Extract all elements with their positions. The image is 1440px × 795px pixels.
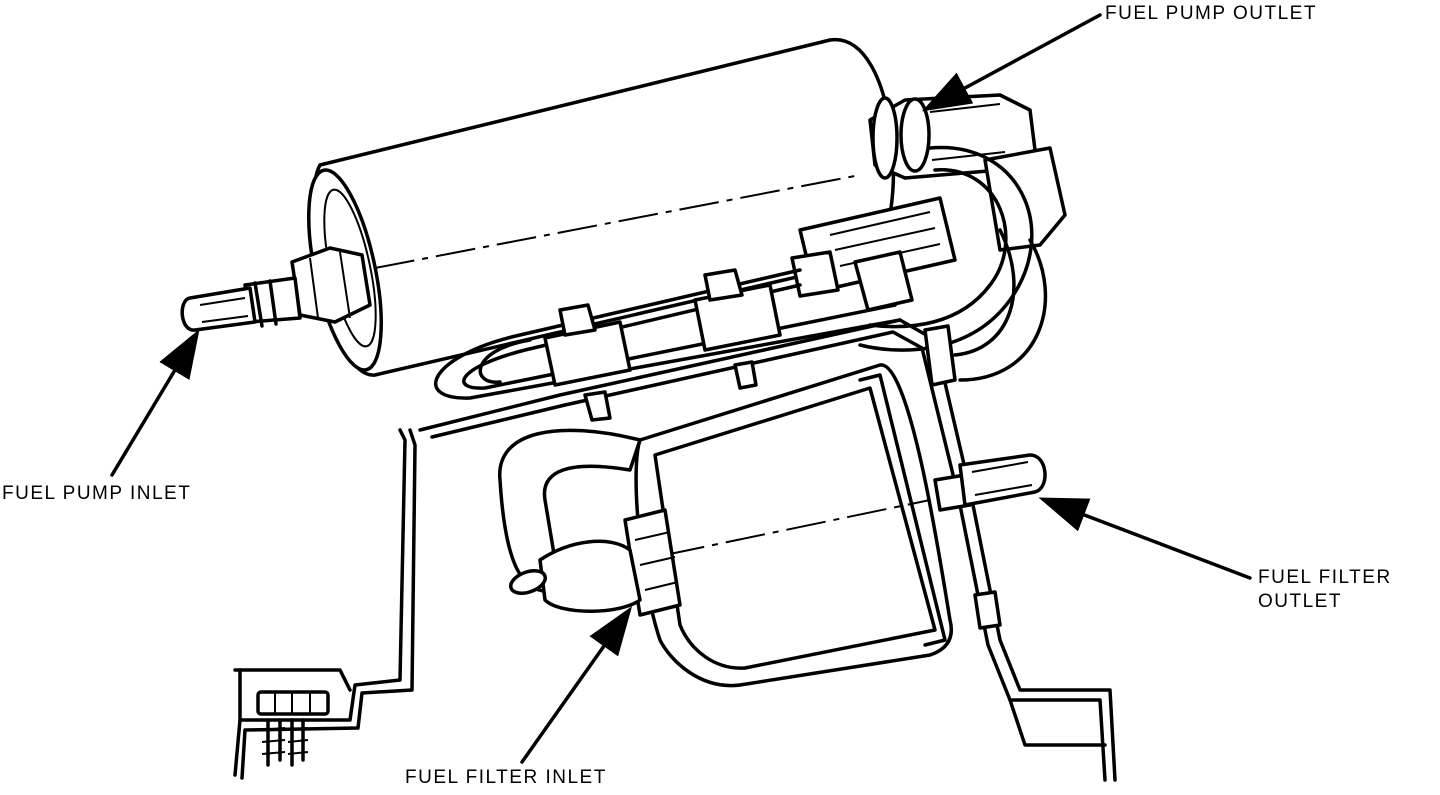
fuel-filter-outlet-label-line2: OUTLET <box>1258 591 1342 612</box>
arrow-filter-outlet <box>1038 497 1252 580</box>
bracket-bolts <box>256 690 330 767</box>
fuel-pump-inlet-label: FUEL PUMP INLET <box>2 483 192 504</box>
leader-arrows <box>110 13 1252 764</box>
filter-inlet-hose <box>498 428 642 613</box>
fuel-filter-outlet-label-line1: FUEL FILTER <box>1258 567 1392 588</box>
fuel-filter-outlet-label: FUEL FILTER OUTLET <box>1258 566 1392 614</box>
electrical-connector <box>790 196 957 312</box>
wire-harness <box>434 268 902 422</box>
fuel-filter <box>623 363 953 688</box>
filter-outlet-fitting <box>933 453 1047 630</box>
fuel-hose <box>858 145 1048 387</box>
arrow-pump-inlet <box>110 328 200 477</box>
arrow-pump-outlet <box>921 13 1102 112</box>
fuel-pump-outlet-label: FUEL PUMP OUTLET <box>1105 3 1317 24</box>
fuel-filter-inlet-label: FUEL FILTER INLET <box>405 767 607 788</box>
arrow-filter-inlet <box>520 606 633 764</box>
